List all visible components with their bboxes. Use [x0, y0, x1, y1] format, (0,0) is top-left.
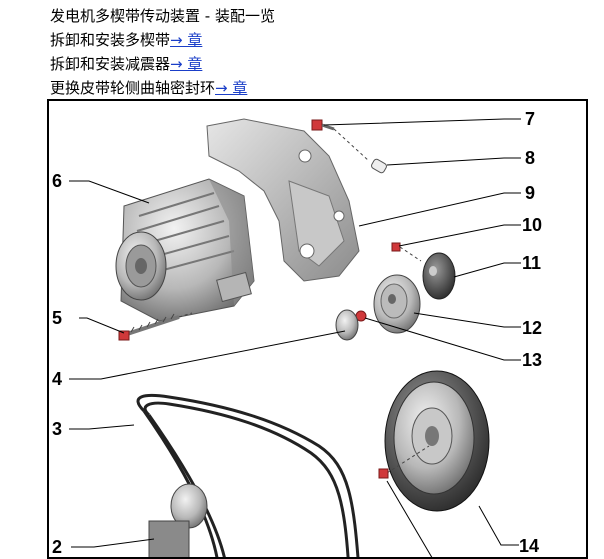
- callout-6: 6: [52, 171, 62, 191]
- bracket-part: [206, 118, 360, 282]
- bolt-5-part: [118, 312, 193, 341]
- callout-3: 3: [52, 419, 62, 439]
- callout-7: 7: [525, 109, 535, 129]
- procedure-row-belt: 拆卸和安装多楔带→ 章: [50, 30, 202, 50]
- procedure-row-seal: 更换皮带轮侧曲轴密封环→ 章: [50, 78, 247, 98]
- callout-13: 13: [522, 350, 542, 370]
- alternator-part: [115, 178, 255, 322]
- ribbed-belt-3-part: [136, 393, 360, 557]
- callout-10: 10: [522, 215, 542, 235]
- chapter-link[interactable]: → 章: [170, 31, 203, 49]
- callout-12: 12: [522, 318, 542, 338]
- callout-11: 11: [522, 253, 541, 273]
- bolt-10-part: [391, 242, 422, 262]
- procedure-text: 拆卸和安装减震器: [50, 55, 171, 73]
- pulley-cover-11-part: [422, 252, 456, 300]
- exploded-view-figure: 2 3 4 5 6 7 8 9 10 11 12 13 14: [47, 99, 588, 559]
- idler-pulley-4-part: [335, 309, 359, 341]
- assembly-illustration: 2 3 4 5 6 7 8 9 10 11 12 13 14: [52, 109, 542, 557]
- callout-4: 4: [52, 369, 62, 389]
- sleeve-8-part: [371, 158, 387, 174]
- callout-14: 14: [519, 536, 539, 556]
- tensioner-2-part: [148, 483, 208, 557]
- callout-8: 8: [525, 148, 535, 168]
- procedure-row-damper: 拆卸和安装减震器→ 章: [50, 54, 202, 74]
- procedure-text: 拆卸和安装多楔带: [50, 31, 171, 49]
- chapter-link[interactable]: → 章: [170, 55, 203, 73]
- vibration-damper-14-part: [378, 370, 490, 512]
- procedure-text: 更换皮带轮侧曲轴密封环: [50, 79, 216, 97]
- page-title: 发电机多楔带传动装置 - 装配一览: [50, 7, 275, 25]
- callout-2: 2: [52, 537, 62, 557]
- bolt-7-part: [311, 119, 370, 162]
- tensioner-pulley-12-part: [373, 274, 421, 334]
- callout-9: 9: [525, 183, 535, 203]
- callout-5: 5: [52, 308, 62, 328]
- chapter-link[interactable]: → 章: [215, 79, 248, 97]
